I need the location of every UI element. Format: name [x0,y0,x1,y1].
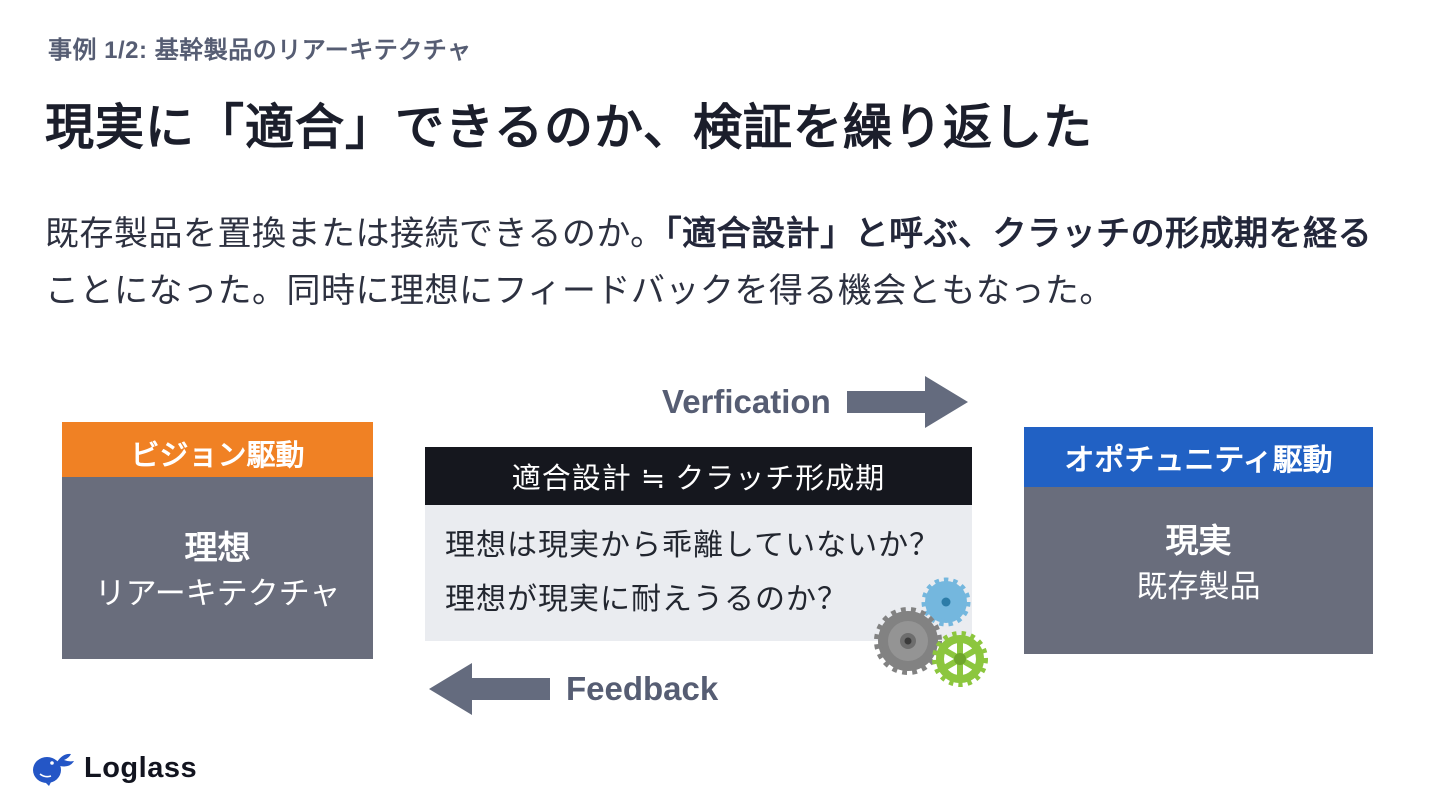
opportunity-driven-header: オポチュニティ駆動 [1024,427,1373,487]
verification-label: Verfication [662,383,831,420]
fit-design-box: 適合設計 ≒ クラッチ形成期 理想は現実から乖離していないか？ 理想が現実に耐え… [425,447,972,641]
intro-segment-normal: 既存製品を置換または接続できるのか。 [45,215,665,253]
opportunity-driven-box: オポチュニティ駆動 現実 既存製品 [1024,427,1373,654]
gear-gray [874,607,942,675]
intro-paragraph: 既存製品を置換または接続できるのか。「適合設計」と呼ぶ、クラッチの形成期を経るこ… [45,206,1385,320]
gear-green [932,631,988,687]
whale-icon [33,753,74,786]
intro-segment-normal: ことになった。同時に理想にフィードバックを得る機会ともなった。 [45,272,1114,310]
fit-design-question2: 理想が現実に耐えうるのか？ [445,583,848,616]
vision-driven-line2: リアーキテクチャ [94,576,341,611]
arrow-left-icon [429,663,550,715]
vision-driven-box: ビジョン駆動 理想 リアーキテクチャ [62,422,373,659]
fit-design-body: 理想は現実から乖離していないか？ 理想が現実に耐えうるのか？ [425,505,972,641]
slide-eyebrow: 事例 1/2: 基幹製品のリアーキテクチャ [48,37,472,64]
feedback-label: Feedback [566,670,719,707]
feedback-flow: Feedback [428,661,718,717]
logo-text: Loglass [84,751,198,784]
slide-title: 現実に「適合」できるのか、検証を繰り返した [45,101,1094,155]
intro-segment-bold: 「適合設計」と呼ぶ、クラッチの形成期を経る [664,215,1373,253]
gear-blue [921,577,971,627]
fit-design-header: 適合設計 ≒ クラッチ形成期 [425,447,972,505]
opportunity-driven-line1: 現実 [1165,521,1232,559]
opportunity-driven-body: 現実 既存製品 [1024,487,1373,654]
gears-icon [874,577,988,687]
vision-driven-line1: 理想 [184,529,251,566]
loglass-logo: Loglass [30,748,197,788]
opportunity-driven-line2: 既存製品 [1136,568,1261,604]
vision-driven-header: ビジョン駆動 [62,422,373,483]
arrow-right-icon [846,376,968,428]
fit-design-question1: 理想は現実から乖離していないか？ [445,529,941,562]
verification-flow: Verfication [662,374,969,430]
vision-driven-body: 理想 リアーキテクチャ [62,477,373,659]
